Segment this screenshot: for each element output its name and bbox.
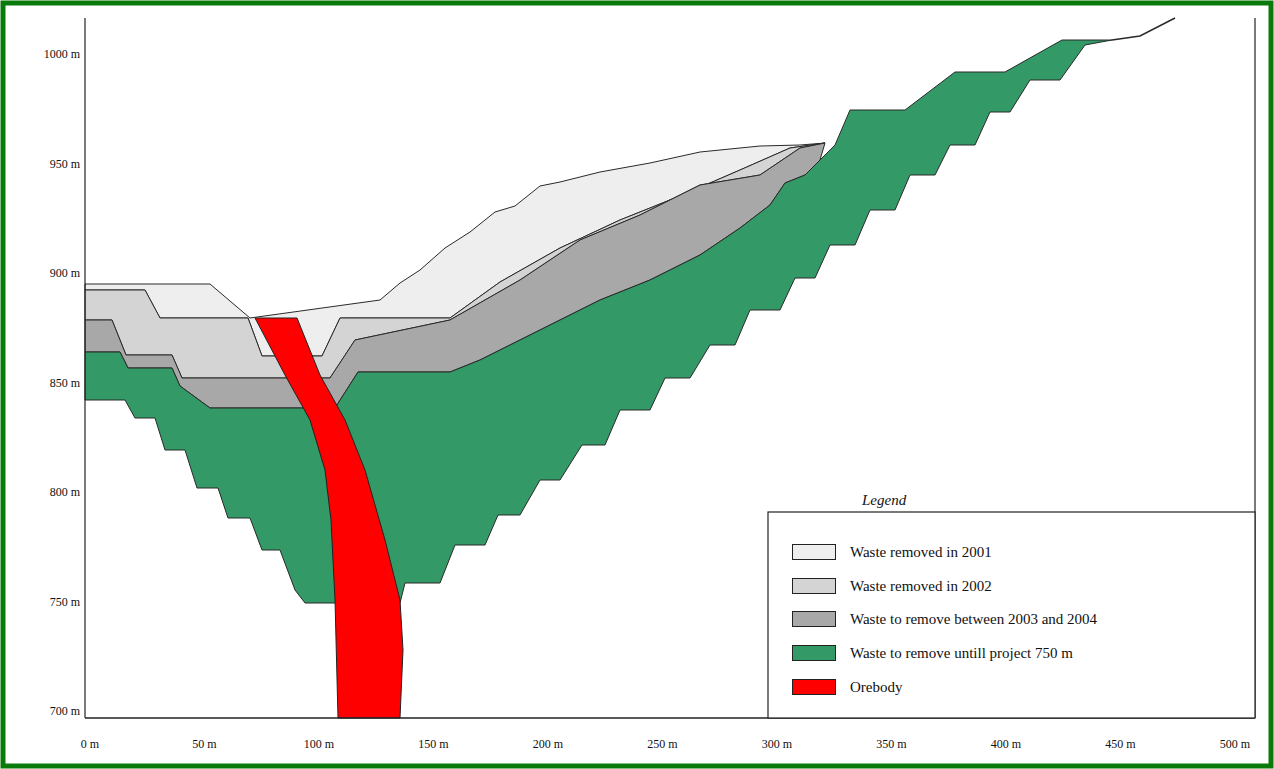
y-axis [84, 18, 85, 718]
legend-entry: Orebody [792, 679, 903, 696]
legend-swatch [792, 679, 836, 695]
elevation-label: 950 m [50, 158, 80, 171]
elevation-label: 800 m [50, 486, 80, 499]
ground-line [1112, 18, 1175, 40]
distance-label: 400 m [991, 738, 1021, 751]
elevation-label: 1000 m [44, 48, 80, 61]
legend-swatch [792, 544, 836, 560]
distance-label: 150 m [418, 738, 448, 751]
distance-label: 200 m [533, 738, 563, 751]
outer-border [3, 3, 1271, 766]
orebody-shape [255, 318, 403, 718]
legend-text: Waste removed in 2001 [850, 544, 992, 561]
orebody [255, 318, 403, 718]
legend-entry: Waste to remove between 2003 and 2004 [792, 611, 1097, 628]
elevation-label: 850 m [50, 377, 80, 390]
distance-label: 50 m [192, 738, 216, 751]
distance-label: 250 m [647, 738, 677, 751]
legend-entry: Waste removed in 2001 [792, 544, 992, 561]
elevation-label: 700 m [50, 705, 80, 718]
legend-entry: Waste to remove untill project 750 m [792, 645, 1073, 662]
legend-swatch [792, 645, 836, 661]
elevation-label: 900 m [50, 267, 80, 280]
legend-text: Waste removed in 2002 [850, 578, 992, 595]
elevation-label: 750 m [50, 596, 80, 609]
distance-label: 100 m [304, 738, 334, 751]
distance-label: 450 m [1105, 738, 1135, 751]
legend-entry: Waste removed in 2002 [792, 578, 992, 595]
legend-text: Waste to remove untill project 750 m [850, 645, 1073, 662]
distance-label: 300 m [762, 738, 792, 751]
distance-label: 500 m [1220, 738, 1250, 751]
legend-box [768, 512, 1255, 718]
legend-swatch [792, 611, 836, 627]
distance-label: 350 m [876, 738, 906, 751]
legend-swatch [792, 578, 836, 594]
plot-frame [85, 18, 1255, 718]
legend-text: Waste to remove between 2003 and 2004 [850, 611, 1097, 628]
legend-title: Legend [862, 492, 906, 509]
distance-label: 0 m [81, 738, 99, 751]
legend-text: Orebody [850, 679, 903, 696]
